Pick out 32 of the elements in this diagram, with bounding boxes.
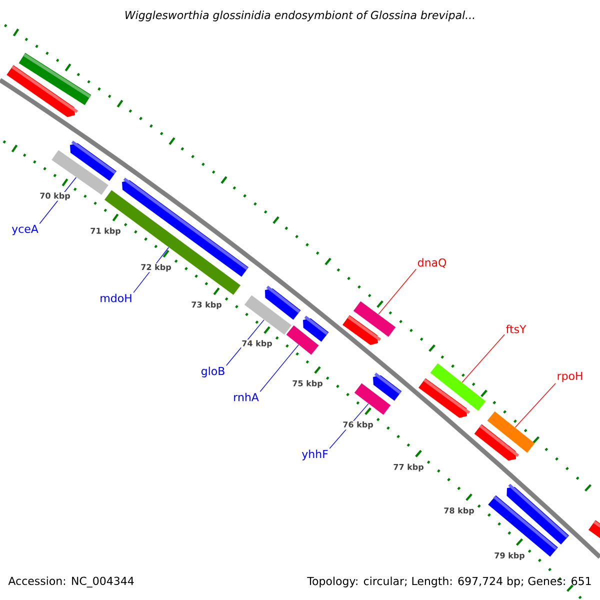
gene-label: yhhF [302,450,328,460]
scale-label: 77 kbp [392,463,424,472]
scale-label: 72 kbp [140,263,172,272]
gene-bar [104,190,241,295]
gene-label: rpoH [558,372,582,382]
gene-bar [244,295,292,335]
gene-bar [487,411,535,453]
scale-label: 71 kbp [90,227,122,236]
scale-label: 73 kbp [190,300,222,310]
genome-info-text: Topology: circular; Length: 697,724 bp; Genes: 651 [307,576,591,588]
leader-line [462,334,505,383]
title: Wigglesworthia glossinidia endosymbiont of Glossina brevipal... [126,10,474,22]
scale-label: 76 kbp [342,420,374,430]
gene-bar [353,301,396,337]
gene-label: gloB [201,366,224,378]
accession-text: Accession: NC_004344 [8,576,134,588]
gene-label: rnhA [234,392,259,402]
scale-label: 78 kbp [443,506,475,516]
gene-bar [430,363,486,411]
gene-label: dnaQ [418,258,446,268]
scale-label: 74 kbp [241,340,273,348]
scale-label: 75 kbp [292,380,324,388]
gene-label: mdoH [100,294,132,302]
leader-line [378,268,416,315]
gene-bar [286,325,319,355]
leader-line [260,344,299,392]
gene-label: ftsY [506,324,526,334]
gene-bar [354,383,391,415]
scale-label: 70 kbp [39,192,71,201]
scale-label: 79 kbp [494,552,526,560]
gene-label: yceA [12,224,38,236]
leader-line [514,383,556,428]
